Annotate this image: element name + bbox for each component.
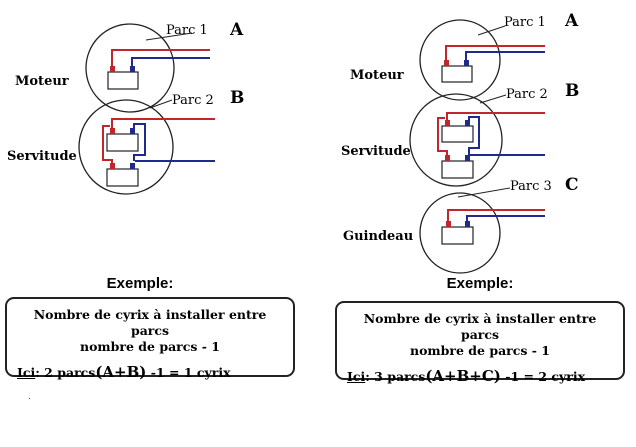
negative-terminal — [130, 128, 135, 134]
battery — [441, 125, 474, 143]
role-label: Moteur — [15, 74, 69, 89]
formula: (A+B+C) — [425, 367, 501, 385]
positive-terminal — [446, 221, 451, 227]
battery — [107, 71, 139, 90]
positive-wire — [111, 49, 210, 66]
example-line-2: nombre de parcs - 1 — [80, 339, 220, 354]
negative-wire — [465, 51, 545, 60]
role-label: Servitude — [341, 144, 411, 159]
park-label: Parc 2 — [506, 87, 548, 102]
battery — [106, 133, 139, 152]
positive-terminal — [445, 155, 450, 161]
positive-link — [102, 125, 113, 163]
example-box-left: Nombre de cyrix à installer entre parcs … — [5, 297, 295, 381]
park-letter: C — [565, 175, 579, 195]
park-label: Parc 3 — [510, 179, 552, 194]
negative-wire — [131, 57, 210, 66]
negative-terminal — [130, 163, 135, 169]
role-label: Servitude — [7, 149, 77, 164]
example-line-3: Ici: 3 parcs(A+B+C) -1 = 2 cyrix — [347, 367, 613, 385]
example-line-3: Ici: 2 parcs(A+B) -1 = 1 cyrix — [17, 363, 283, 381]
park-letter: A — [229, 20, 244, 40]
pointer-line — [149, 99, 173, 109]
negative-wire — [466, 215, 545, 221]
park-circle — [419, 192, 501, 274]
ici-label: Ici — [17, 365, 36, 380]
park-circle — [409, 93, 503, 187]
positive-terminal — [445, 120, 450, 126]
stray-dot — [29, 398, 30, 399]
battery — [441, 160, 474, 179]
positive-terminal — [110, 66, 115, 72]
park-circle — [78, 99, 174, 195]
pointer-line — [479, 94, 507, 104]
battery — [106, 168, 139, 187]
left-parc-1: Parc 1 A Moteur — [15, 20, 244, 113]
role-label: Moteur — [350, 68, 404, 83]
positive-terminal — [110, 128, 115, 134]
negative-link — [133, 123, 146, 161]
pointer-line — [457, 187, 511, 198]
negative-link — [468, 116, 480, 155]
example-box-right: Nombre de cyrix à installer entre parcs … — [335, 301, 625, 385]
example-line-1: Nombre de cyrix à installer entre parcs — [33, 307, 267, 338]
left-parc-2: Parc 2 B Servitude — [7, 88, 244, 195]
right-diagram: Parc 1 A Moteur Parc 2 B Servitude — [341, 11, 579, 274]
negative-terminal — [465, 221, 470, 227]
park-label: Parc 1 — [166, 23, 208, 38]
park-letter: B — [565, 81, 579, 101]
example-title: Exemple: — [106, 275, 174, 292]
park-letter: A — [564, 11, 579, 31]
positive-link — [437, 117, 448, 155]
battery — [441, 65, 473, 83]
park-circle — [85, 23, 175, 113]
right-parc-2: Parc 2 B Servitude — [341, 81, 579, 187]
example-line-1: Nombre de cyrix à installer entre parcs — [363, 311, 597, 342]
pointer-line — [477, 25, 506, 36]
example-title: Exemple: — [446, 275, 514, 292]
negative-terminal — [464, 60, 469, 66]
pointer-line — [145, 32, 193, 41]
positive-wire — [445, 45, 545, 60]
parks-count: : 2 parcs — [35, 365, 96, 380]
parks-count: : 3 parcs — [365, 369, 426, 384]
example-line-2: nombre de parcs - 1 — [410, 343, 550, 358]
park-label: Parc 2 — [172, 93, 214, 108]
positive-terminal — [110, 163, 115, 169]
battery — [441, 226, 474, 245]
positive-wire — [447, 209, 545, 221]
positive-wire — [111, 118, 215, 128]
negative-terminal — [130, 66, 135, 72]
park-letter: B — [230, 88, 244, 108]
right-parc-1: Parc 1 A Moteur — [350, 11, 579, 101]
role-label: Guindeau — [343, 229, 413, 244]
park-label: Parc 1 — [504, 15, 546, 30]
ici-label: Ici — [347, 369, 366, 384]
result: -1 = 1 cyrix — [146, 365, 231, 380]
negative-terminal — [465, 155, 470, 161]
positive-wire — [446, 112, 545, 120]
formula: (A+B) — [95, 363, 147, 381]
left-diagram: Parc 1 A Moteur Parc 2 B Servitude — [7, 20, 244, 195]
park-circle — [419, 19, 501, 101]
positive-terminal — [444, 60, 449, 66]
right-parc-3: Parc 3 C Guindeau — [343, 175, 579, 274]
negative-terminal — [465, 120, 470, 126]
result: -1 = 2 cyrix — [500, 369, 586, 384]
